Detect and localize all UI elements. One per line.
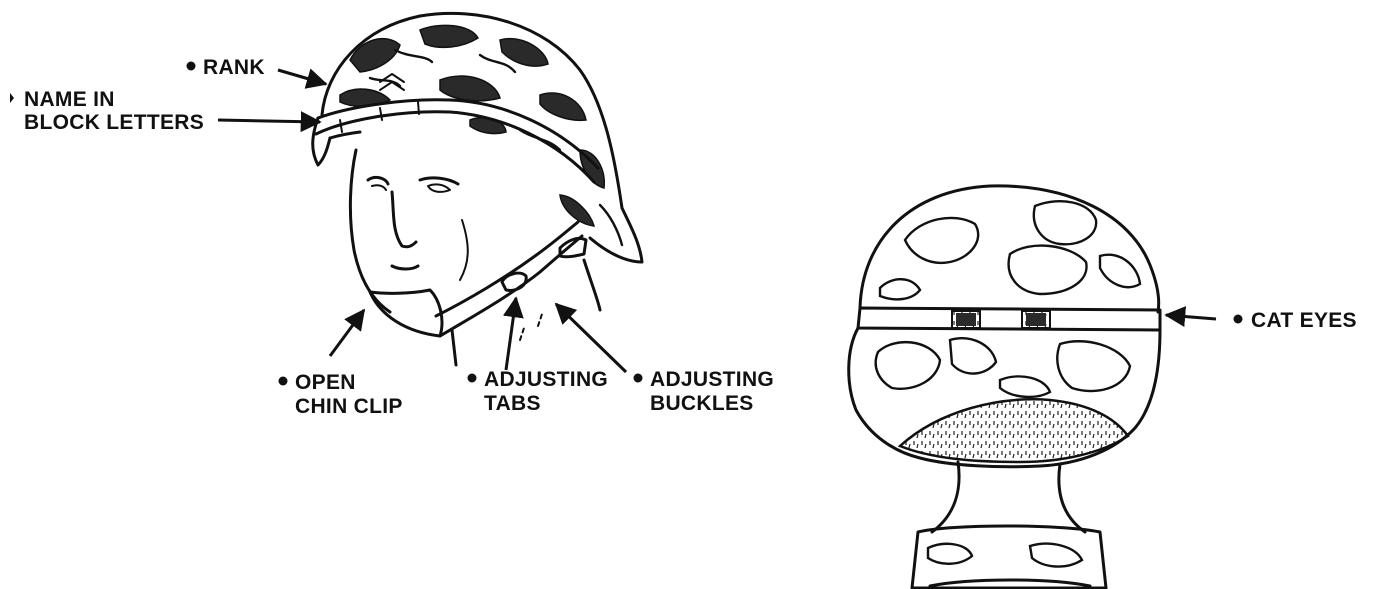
helmet-camo — [340, 25, 622, 245]
stippled-panel — [900, 399, 1128, 462]
callout-arrows — [218, 70, 1216, 372]
chin-strap — [370, 222, 586, 340]
back-view-helmet — [849, 186, 1160, 588]
buckles-arrow — [556, 304, 626, 372]
chin-clip-arrow — [330, 310, 364, 356]
label-chin-line2: CHIN CLIP — [295, 395, 403, 418]
callout-labels: RANK NAME IN BLOCK LETTERS OPEN CHIN CLI… — [10, 56, 1357, 418]
label-tabs-line1: ADJUSTING — [484, 368, 608, 391]
label-rank: RANK — [203, 56, 265, 79]
bullet-icon — [187, 62, 196, 71]
back-helmet-shell — [860, 186, 1159, 312]
label-buckles-line1: ADJUSTING — [650, 368, 774, 391]
rank-insignia-icon — [380, 74, 404, 90]
adjusting-buckle-icon — [560, 238, 586, 256]
tabs-arrow — [506, 298, 516, 370]
bullet-icon — [1234, 315, 1243, 324]
label-name-line2: BLOCK LETTERS — [24, 111, 204, 134]
rank-arrow — [278, 70, 326, 84]
adjusting-tab-icon — [502, 273, 526, 290]
name-arrow — [218, 120, 320, 122]
bullet-icon — [634, 374, 643, 383]
label-chin-line1: OPEN — [295, 371, 356, 394]
back-helmet-camo — [876, 201, 1140, 397]
back-band — [858, 308, 1160, 330]
label-name-line1: NAME IN — [24, 88, 115, 111]
label-cat-eyes: CAT EYES — [1251, 309, 1357, 332]
bullet-icon — [279, 377, 288, 386]
cat-eyes-arrow — [1166, 315, 1216, 319]
label-buckles-line2: BUCKLES — [650, 392, 754, 415]
bullet-icon — [468, 374, 477, 383]
label-tabs-line2: TABS — [484, 392, 541, 415]
bullet-icon — [10, 93, 14, 103]
